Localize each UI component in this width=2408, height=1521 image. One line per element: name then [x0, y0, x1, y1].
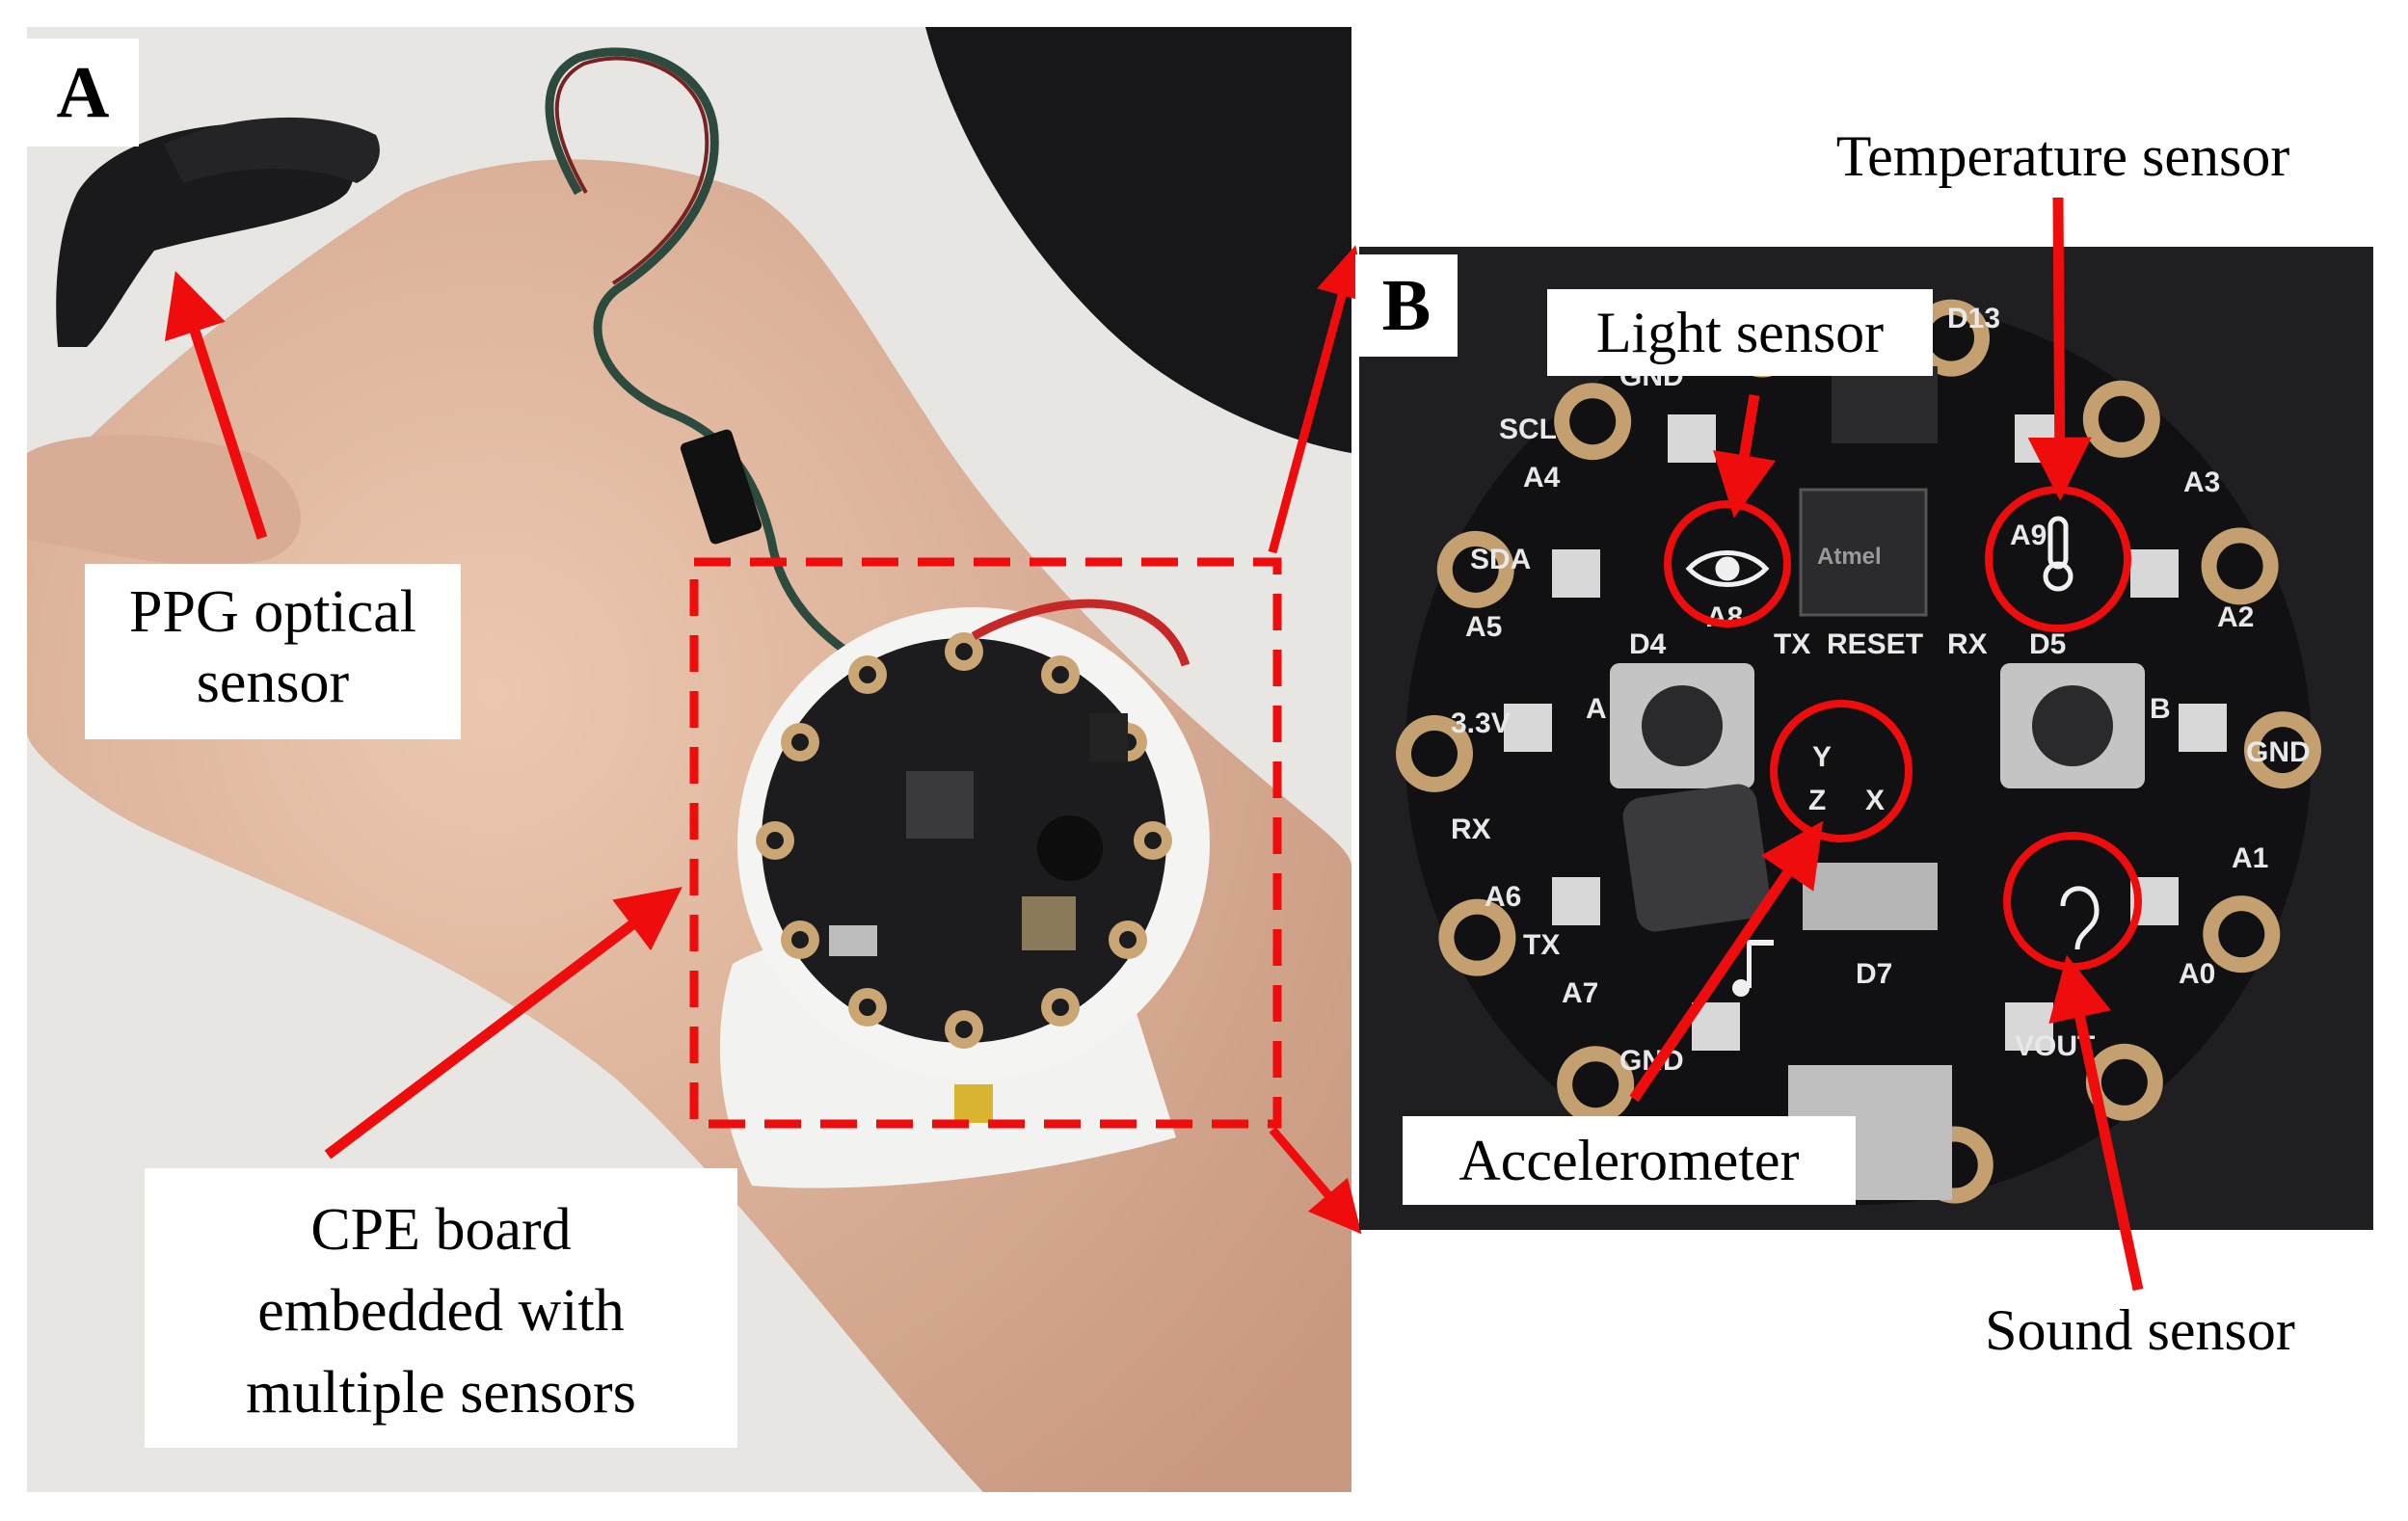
board-pad-hole [1411, 730, 1458, 777]
sensor-cable [545, 47, 870, 669]
board-pad-hole [2259, 727, 2306, 774]
marking-d13: D13 [1947, 303, 2000, 334]
board-pad-hole [2098, 395, 2145, 442]
finger-sensor-strap [56, 123, 355, 347]
music-note-icon [1732, 940, 1774, 997]
marking-a6: A6 [1485, 881, 1521, 913]
accelerometer-circle [1770, 700, 1913, 842]
marking-a5: A5 [1465, 611, 1502, 643]
zoom-region-box [689, 557, 1282, 1129]
board-pad-hole [2100, 1058, 2148, 1106]
cpe-label-line3: multiple sensors [246, 1359, 636, 1426]
marking-d7: D7 [1856, 958, 1892, 990]
board-pad-hole [1452, 546, 1499, 593]
marking-a7: A7 [1562, 977, 1598, 1009]
marking-atmel: Atmel [1817, 544, 1882, 570]
marking-scl: SCL [1499, 414, 1557, 445]
board-pad-hole [1454, 914, 1501, 961]
cpe-arrow [324, 887, 682, 1160]
marking-a4: A4 [1523, 462, 1561, 494]
marking-a1: A1 [2232, 842, 2268, 874]
thermometer-icon [2043, 516, 2074, 592]
marking-a9: A9 [2010, 520, 2047, 551]
marking-a8: A8 [1706, 601, 1743, 633]
marking-x: X [1865, 785, 1885, 816]
marking-a0: A0 [2179, 958, 2215, 990]
marking-rx: RX [1947, 628, 1988, 660]
sound-arrow [2048, 954, 2144, 1292]
marking-z: Z [1808, 785, 1826, 816]
marking-sda: SDA [1470, 544, 1531, 575]
board-pad-hole [2218, 911, 2265, 958]
marking-3v3: 3.3V [1451, 707, 1511, 739]
ppg-sensor-label: PPG optical sensor [85, 564, 461, 739]
marking-d5: D5 [2029, 628, 2066, 660]
photo-cpe-board: Atmel D4 D5 D7 D13 TX RX RESET A8 A9 A B… [1359, 247, 2373, 1230]
accelerometer-arrow [1629, 820, 1824, 1103]
cpe-label-line1: CPE board [310, 1197, 572, 1263]
marking-rx-pad: RX [1451, 814, 1491, 845]
eye-icon [1685, 550, 1770, 587]
marking-b: B [2150, 693, 2171, 725]
cpe-label-line2: embedded with [257, 1278, 625, 1345]
board-pad-hole [1572, 1061, 1619, 1108]
ppg-label-line1: PPG optical [129, 579, 416, 645]
marking-y: Y [1812, 741, 1832, 773]
marking-tx-pad: TX [1523, 929, 1560, 961]
board-pad-hole [1569, 398, 1617, 445]
panel-label-a: A [27, 39, 139, 147]
marking-d4: D4 [1629, 628, 1667, 660]
marking-reset: RESET [1827, 628, 1923, 660]
temperature-sensor-label: Temperature sensor [1774, 116, 2352, 198]
cpe-board-label: CPE board embedded with multiple sensors [145, 1168, 737, 1448]
marking-a2: A2 [2217, 601, 2254, 633]
cpe-board-on-wrist [756, 632, 1172, 1049]
marking-tx: TX [1774, 628, 1810, 660]
panel-label-b: B [1355, 254, 1458, 357]
ppg-arrow [164, 271, 268, 540]
light-sensor-label: Light sensor [1547, 289, 1933, 376]
marking-gnd-right: GND [2246, 736, 2311, 768]
light-arrow [1713, 394, 1777, 519]
marking-a: A [1586, 693, 1607, 725]
zoom-connector-bottom [1269, 1127, 1362, 1235]
board-pad-hole [1928, 314, 1975, 361]
zoom-connector-top [1268, 245, 1368, 554]
ear-icon [2060, 886, 2100, 950]
sound-sensor-label: Sound sensor [1985, 1298, 2295, 1362]
accelerometer-label: Accelerometer [1403, 1116, 1856, 1205]
board-pad-hole [2216, 543, 2263, 590]
marking-a3: A3 [2183, 467, 2220, 498]
ppg-label-line2: sensor [196, 650, 350, 716]
temperature-arrow [2027, 197, 2092, 501]
